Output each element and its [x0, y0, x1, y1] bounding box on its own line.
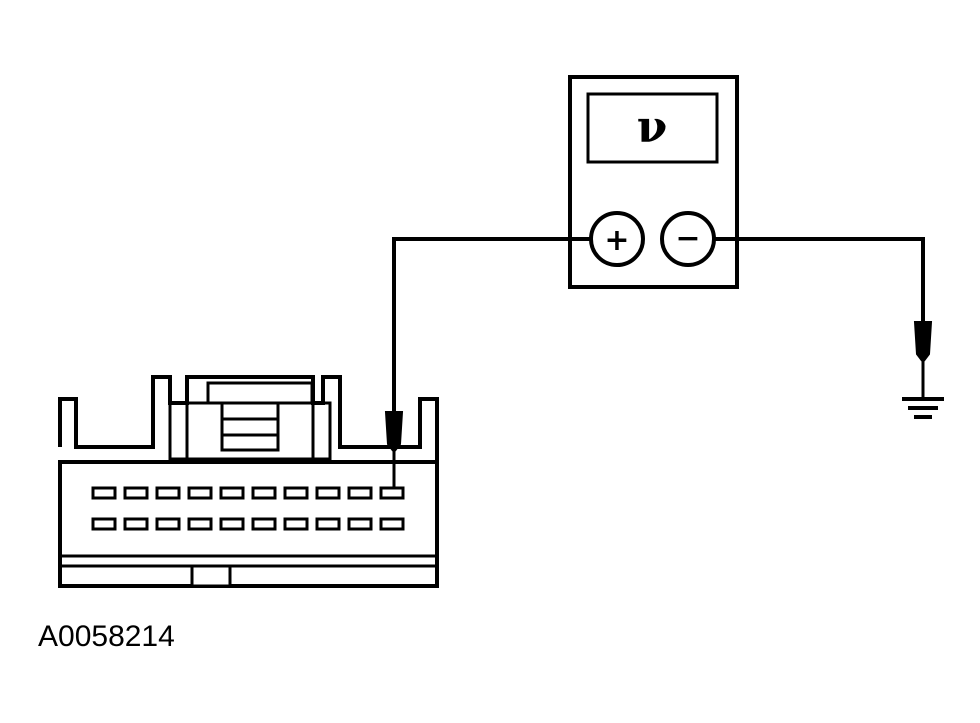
- terminal-cavity: [347, 517, 373, 531]
- negative-probe-icon: [913, 321, 933, 398]
- figure-id: A0058214: [38, 620, 175, 653]
- voltmeter-display-symbol: ν: [637, 102, 668, 153]
- terminal-cavity: [315, 486, 341, 500]
- terminal-cavity: [315, 517, 341, 531]
- terminal-cavity: [187, 517, 213, 531]
- negative-test-lead: [714, 237, 925, 322]
- terminal-cavity: [219, 486, 245, 500]
- voltmeter-body: [568, 75, 739, 289]
- terminal-cavity: [155, 517, 181, 531]
- terminal-cavity: [251, 486, 277, 500]
- terminal-cavity: [123, 517, 149, 531]
- positive-probe-icon: [384, 411, 404, 488]
- terminal-cavity: [347, 486, 373, 500]
- ground-symbol-icon: [902, 397, 944, 419]
- terminal-row-1: [91, 486, 405, 500]
- terminal-cavity: [91, 517, 117, 531]
- terminal-cavity: [219, 517, 245, 531]
- negative-terminal-label: −: [675, 221, 700, 256]
- terminal-cavity-tested: [379, 486, 405, 500]
- positive-test-lead: [392, 237, 591, 412]
- connector-latch-tab: [206, 381, 314, 405]
- terminal-row-2: [91, 517, 405, 531]
- terminal-cavity: [91, 486, 117, 500]
- positive-terminal-label: +: [604, 223, 629, 258]
- terminal-cavity: [251, 517, 277, 531]
- connector-body: [58, 460, 439, 588]
- voltmeter: ν + −: [568, 75, 739, 289]
- terminal-cavity: [187, 486, 213, 500]
- voltmeter-display: [586, 92, 719, 164]
- terminal-cavity: [155, 486, 181, 500]
- terminal-cavity: [283, 517, 309, 531]
- terminal-cavity: [379, 517, 405, 531]
- terminal-cavity: [283, 486, 309, 500]
- wiring-connector: [58, 375, 439, 588]
- connector-top-outline: [58, 375, 439, 462]
- terminal-cavity: [123, 486, 149, 500]
